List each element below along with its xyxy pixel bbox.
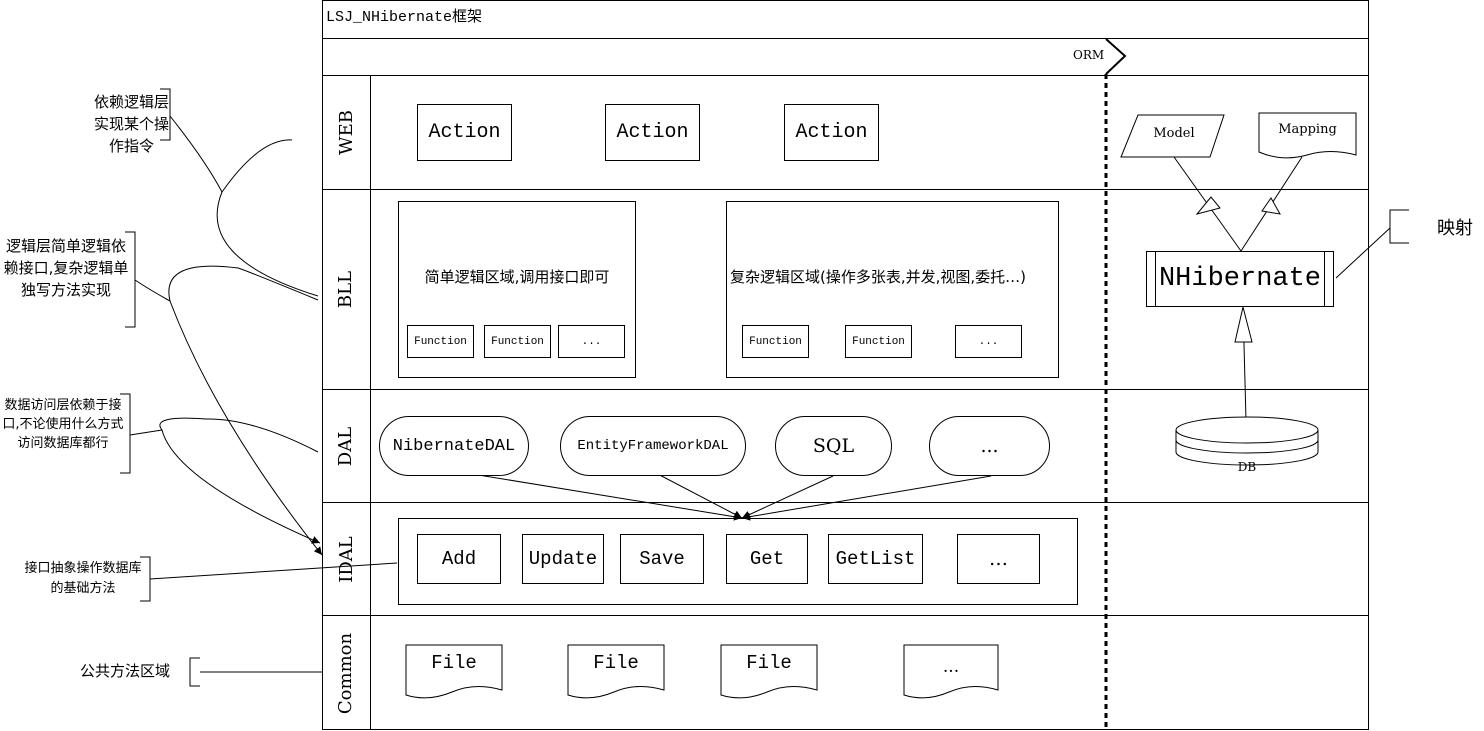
nhibernate-box	[1146, 251, 1334, 307]
annotation-web: 依赖逻辑层实现某个操作指令	[93, 93, 169, 155]
annotation-dal: 数据访问层依赖于接口,不论使用什么方式访问数据库都行	[2, 398, 124, 451]
bll-complex-region	[726, 201, 1059, 378]
idal-method-add: Add	[417, 534, 501, 584]
common-file-3: File	[746, 652, 792, 674]
layer-idal-text: IDAL	[335, 535, 357, 583]
diagram-title: LSJ_NHibernate框架	[326, 9, 483, 26]
layer-dal-text: DAL	[335, 426, 357, 466]
bll-complex-function-3: ...	[955, 325, 1022, 358]
model-shape	[1120, 114, 1225, 158]
idal-method-save: Save	[620, 534, 704, 584]
common-file-2: File	[593, 652, 639, 674]
mapping-label: Mapping	[1278, 122, 1337, 137]
dal-item-nibernate: NibernateDAL	[379, 416, 529, 476]
orm-label: ORM	[1073, 48, 1105, 62]
model-label: Model	[1153, 126, 1195, 141]
layer-label-dal: DAL	[322, 390, 370, 502]
bll-simple-function-2: Function	[484, 325, 551, 358]
mapping-shape	[1258, 112, 1357, 159]
layer-web-text: WEB	[335, 110, 357, 155]
dal-item-more: ...	[929, 416, 1050, 476]
nhibernate-label: NHibernate	[1158, 264, 1322, 294]
idal-method-more: …	[957, 534, 1040, 584]
common-file-1: File	[431, 652, 477, 674]
idal-method-getlist: GetList	[828, 534, 923, 584]
web-action-2: Action	[605, 104, 700, 161]
annotation-bll: 逻辑层简单逻辑依赖接口,复杂逻辑单独写方法实现	[3, 237, 129, 299]
bll-simple-region	[398, 201, 636, 378]
bll-complex-function-1: Function	[742, 325, 809, 358]
annotation-idal: 接口抽象操作数据库的基础方法	[24, 561, 142, 596]
dal-item-entityframework: EntityFrameworkDAL	[560, 416, 746, 476]
annotation-common: 公共方法区域	[79, 662, 170, 680]
db-cylinder	[1175, 416, 1319, 466]
idal-interface-region	[398, 518, 1078, 605]
layer-common-text: Common	[335, 632, 357, 714]
idal-method-get: Get	[726, 534, 808, 584]
db-label: DB	[1237, 460, 1257, 474]
layer-bll-text: BLL	[335, 270, 357, 309]
web-action-1: Action	[417, 104, 512, 161]
bll-simple-function-1: Function	[407, 325, 474, 358]
bll-complex-function-2: Function	[845, 325, 912, 358]
bll-simple-title: 简单逻辑区域,调用接口即可	[424, 268, 610, 286]
bll-simple-function-3: ...	[558, 325, 625, 358]
mapping-note: 映射	[1437, 218, 1473, 239]
idal-method-update: Update	[522, 534, 604, 584]
layer-label-common: Common	[322, 616, 370, 730]
common-file-more: ...	[942, 657, 960, 677]
layer-label-web: WEB	[322, 76, 370, 189]
layer-label-idal: IDAL	[322, 503, 370, 615]
web-action-3: Action	[784, 104, 879, 161]
dal-item-sql: SQL	[775, 416, 892, 476]
layer-label-bll: BLL	[322, 190, 370, 389]
bll-complex-title: 复杂逻辑区域(操作多张表,并发,视图,委托…)	[730, 268, 1027, 286]
